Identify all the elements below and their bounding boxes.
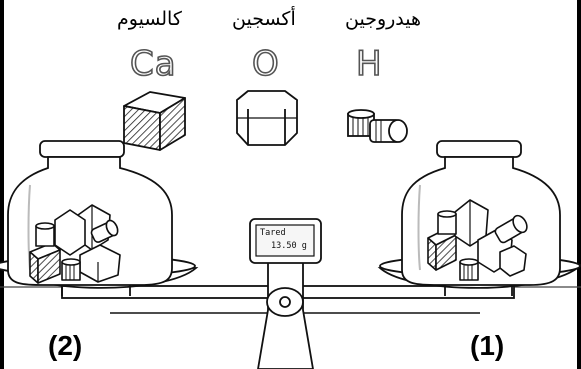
scale-display bbox=[249, 218, 322, 264]
element-symbol-hydrogen: H bbox=[355, 43, 383, 85]
left-jar-contents bbox=[29, 204, 121, 284]
element-symbol-oxygen: O bbox=[251, 43, 280, 85]
oxygen-hexagon-prism-icon bbox=[236, 90, 298, 146]
frame-left-border bbox=[0, 0, 4, 369]
scale-reading: 13.50 g bbox=[271, 241, 307, 251]
element-name-calcium: كالسيوم bbox=[117, 8, 182, 30]
right-pan-label: (1) bbox=[470, 330, 505, 361]
scale-status: Tared bbox=[260, 228, 286, 238]
hydrogen-cylinders-icon bbox=[347, 109, 408, 143]
calcium-cube-icon bbox=[123, 91, 186, 151]
right-jar-contents bbox=[427, 199, 528, 281]
left-pan-label: (2) bbox=[48, 330, 83, 361]
element-name-oxygen: أكسجين bbox=[232, 8, 296, 30]
element-name-hydrogen: هيدروجين bbox=[345, 8, 422, 30]
frame-right-border bbox=[577, 0, 581, 369]
element-symbol-calcium: Ca bbox=[129, 43, 177, 85]
